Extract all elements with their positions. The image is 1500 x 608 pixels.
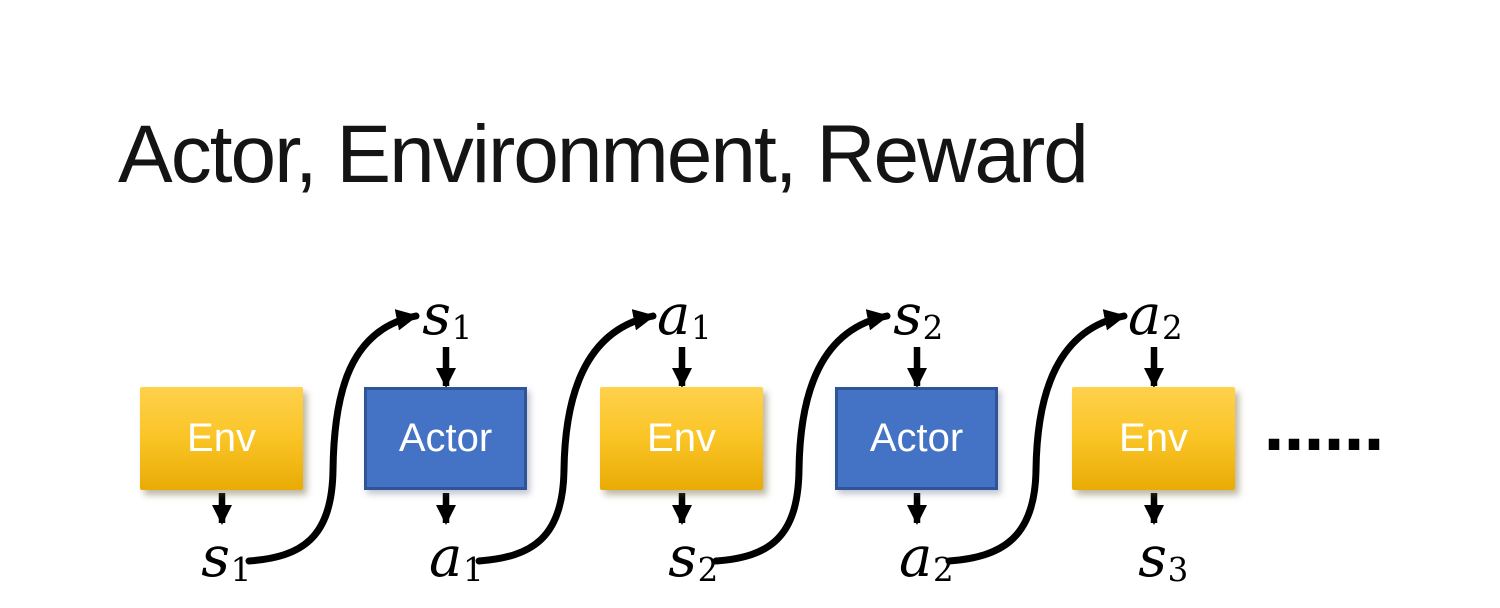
math-sub: 2	[697, 550, 719, 589]
label-bottom-a2: a2	[880, 530, 972, 586]
label-bottom-s2: s2	[647, 530, 739, 586]
math-var: s	[201, 525, 231, 590]
box-actor-1: Actor	[364, 387, 527, 490]
label-bottom-s3: s3	[1117, 530, 1209, 586]
label-top-a2: a2	[1109, 288, 1201, 344]
box-label: Env	[187, 416, 256, 460]
label-top-a1: a1	[638, 288, 730, 344]
box-label: Env	[1119, 416, 1188, 460]
slide-title: Actor, Environment, Reward	[118, 109, 1089, 200]
math-var: s	[1138, 525, 1168, 590]
curve-a2-feedback	[945, 309, 1128, 565]
math-var: s	[893, 283, 923, 348]
math-sub: 3	[1167, 550, 1189, 589]
math-var: a	[898, 525, 933, 590]
label-bottom-a1: a1	[410, 530, 502, 586]
box-env-1: Env	[140, 387, 303, 490]
math-sub: 2	[1162, 308, 1183, 347]
curve-s1-feedback	[245, 309, 420, 565]
label-bottom-s1: s1	[180, 530, 272, 586]
box-actor-2: Actor	[835, 387, 998, 490]
box-label: Env	[647, 416, 716, 460]
math-var: a	[1127, 283, 1162, 348]
box-label: Actor	[398, 416, 493, 460]
box-label: Actor	[869, 416, 964, 460]
ellipsis-dots: ……	[1264, 395, 1384, 465]
math-sub: 1	[451, 308, 473, 347]
math-sub: 2	[922, 308, 944, 347]
math-sub: 1	[230, 550, 252, 589]
math-sub: 1	[463, 550, 484, 589]
label-top-s1: s1	[401, 288, 493, 344]
math-var: a	[656, 283, 691, 348]
box-env-3: Env	[1072, 387, 1235, 490]
math-var: s	[422, 283, 452, 348]
curve-a1-feedback	[475, 309, 657, 565]
box-env-2: Env	[600, 387, 763, 490]
math-sub: 1	[691, 308, 712, 347]
math-var: a	[428, 525, 463, 590]
curve-s2-feedback	[712, 309, 891, 565]
math-sub: 2	[933, 550, 954, 589]
label-top-s2: s2	[872, 288, 964, 344]
math-var: s	[668, 525, 698, 590]
